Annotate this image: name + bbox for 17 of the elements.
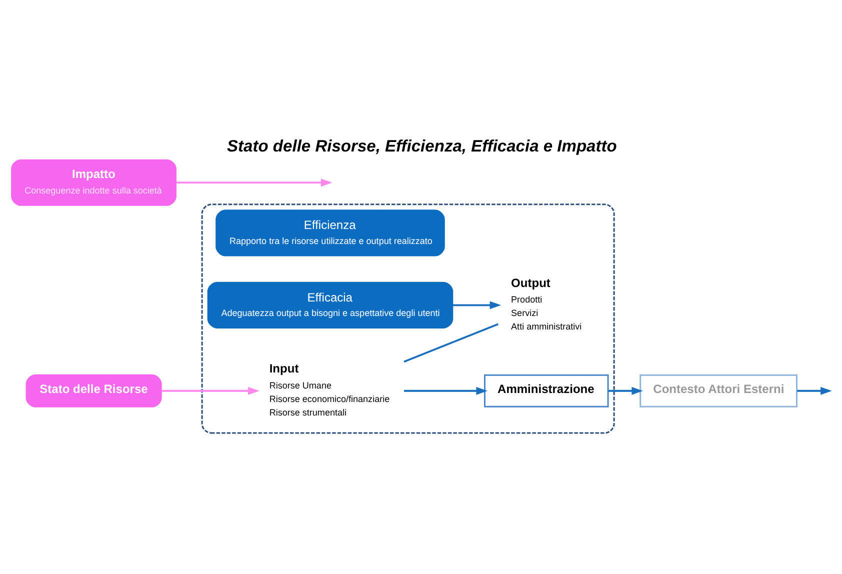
node-box: Impatto Conseguenze indotte sulla società [11, 158, 176, 206]
node-box: Efficienza Rapporto tra le risorse utilizzate e output realizzato [216, 209, 445, 256]
arrow [608, 386, 643, 394]
arrow [452, 300, 502, 309]
node-box: Amministrazione [484, 374, 609, 407]
diagram-title: Stato delle Risorse, Efficienza, Efficacia e Impatto [227, 136, 617, 155]
arrow [404, 386, 488, 394]
node-text: Input Risorse Umane Risorse economico/finanziarie Risorse strumentali [269, 361, 390, 417]
node-box: Efficacia Adeguatezza output a bisogni e aspettative degli utenti [207, 281, 454, 328]
connector [404, 322, 498, 362]
arrow [176, 178, 332, 186]
node-text: Output Prodotti Servizi Atti amministrativi [511, 275, 582, 332]
node-box: Contesto Attori Esterni [640, 374, 798, 407]
cluster [201, 203, 615, 434]
arrow [797, 386, 832, 394]
node-box: Stato delle Risorse [26, 374, 162, 407]
arrow [161, 386, 260, 394]
